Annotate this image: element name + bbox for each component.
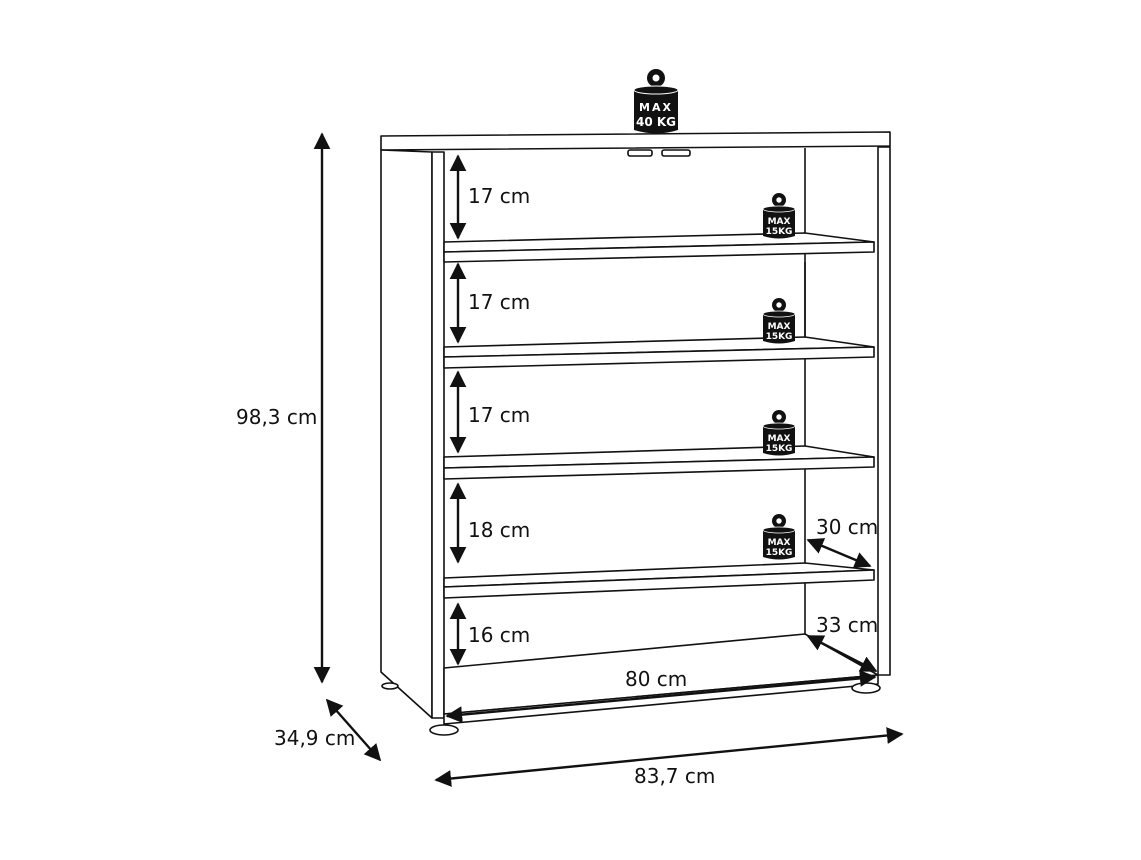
weight-icon-top: MAX 40 KG	[633, 69, 679, 134]
dimension-lines	[313, 132, 904, 787]
shelf-3	[443, 445, 875, 480]
inner-width-arrow	[445, 670, 877, 723]
depth-label: 34,9 cm	[274, 726, 355, 750]
shelf-2	[443, 336, 875, 369]
spacing-label-1: 17 cm	[468, 184, 530, 208]
weight-shelf-2-line1: MAX	[768, 322, 791, 332]
weight-icon-shelf-4: MAX 15KG	[762, 514, 796, 560]
dimension-labels: 98,3 cm 34,9 cm 83,7 cm 80 cm 30 cm 33 c…	[236, 184, 878, 788]
width-arrow	[434, 727, 904, 787]
bottom-depth-arrow	[806, 634, 878, 673]
weight-shelf-4-line2: 15KG	[766, 548, 793, 558]
spacing-label-5: 16 cm	[468, 623, 530, 647]
spacing-label-4: 18 cm	[468, 518, 530, 542]
shelf-1	[443, 232, 875, 263]
weight-icon-shelf-2: MAX 15KG	[762, 298, 796, 344]
spacing-label-3: 17 cm	[468, 403, 530, 427]
weight-shelf-3-line1: MAX	[768, 434, 791, 444]
weight-top-line2: 40 KG	[636, 115, 676, 129]
width-label: 83,7 cm	[634, 764, 715, 788]
shelf-depth-label: 30 cm	[816, 515, 878, 539]
weight-shelf-2-line2: 15KG	[766, 332, 793, 342]
weight-shelf-1-line2: 15KG	[766, 227, 793, 237]
weight-icon-shelf-1: MAX 15KG	[762, 193, 796, 239]
foot-back-left	[381, 682, 399, 690]
left-front-edge	[431, 151, 445, 719]
weight-shelf-1-line1: MAX	[768, 217, 791, 227]
weight-top-line1: MAX	[639, 101, 673, 114]
inner-width-label: 80 cm	[625, 667, 687, 691]
shelf-4	[443, 562, 875, 599]
bottom-depth-label: 33 cm	[816, 613, 878, 637]
top-board	[380, 131, 891, 151]
shelf-depth-arrow	[806, 538, 872, 568]
foot-front-right	[851, 682, 881, 694]
weight-shelf-3-line2: 15KG	[766, 444, 793, 454]
weight-shelf-4-line1: MAX	[768, 538, 791, 548]
depth-arrow	[325, 698, 382, 762]
weight-icon-shelf-3: MAX 15KG	[762, 410, 796, 456]
height-label: 98,3 cm	[236, 405, 317, 429]
spacing-label-2: 17 cm	[468, 290, 530, 314]
foot-front-left	[429, 724, 459, 736]
right-side-panel	[877, 146, 891, 676]
left-side-panel	[380, 149, 433, 719]
